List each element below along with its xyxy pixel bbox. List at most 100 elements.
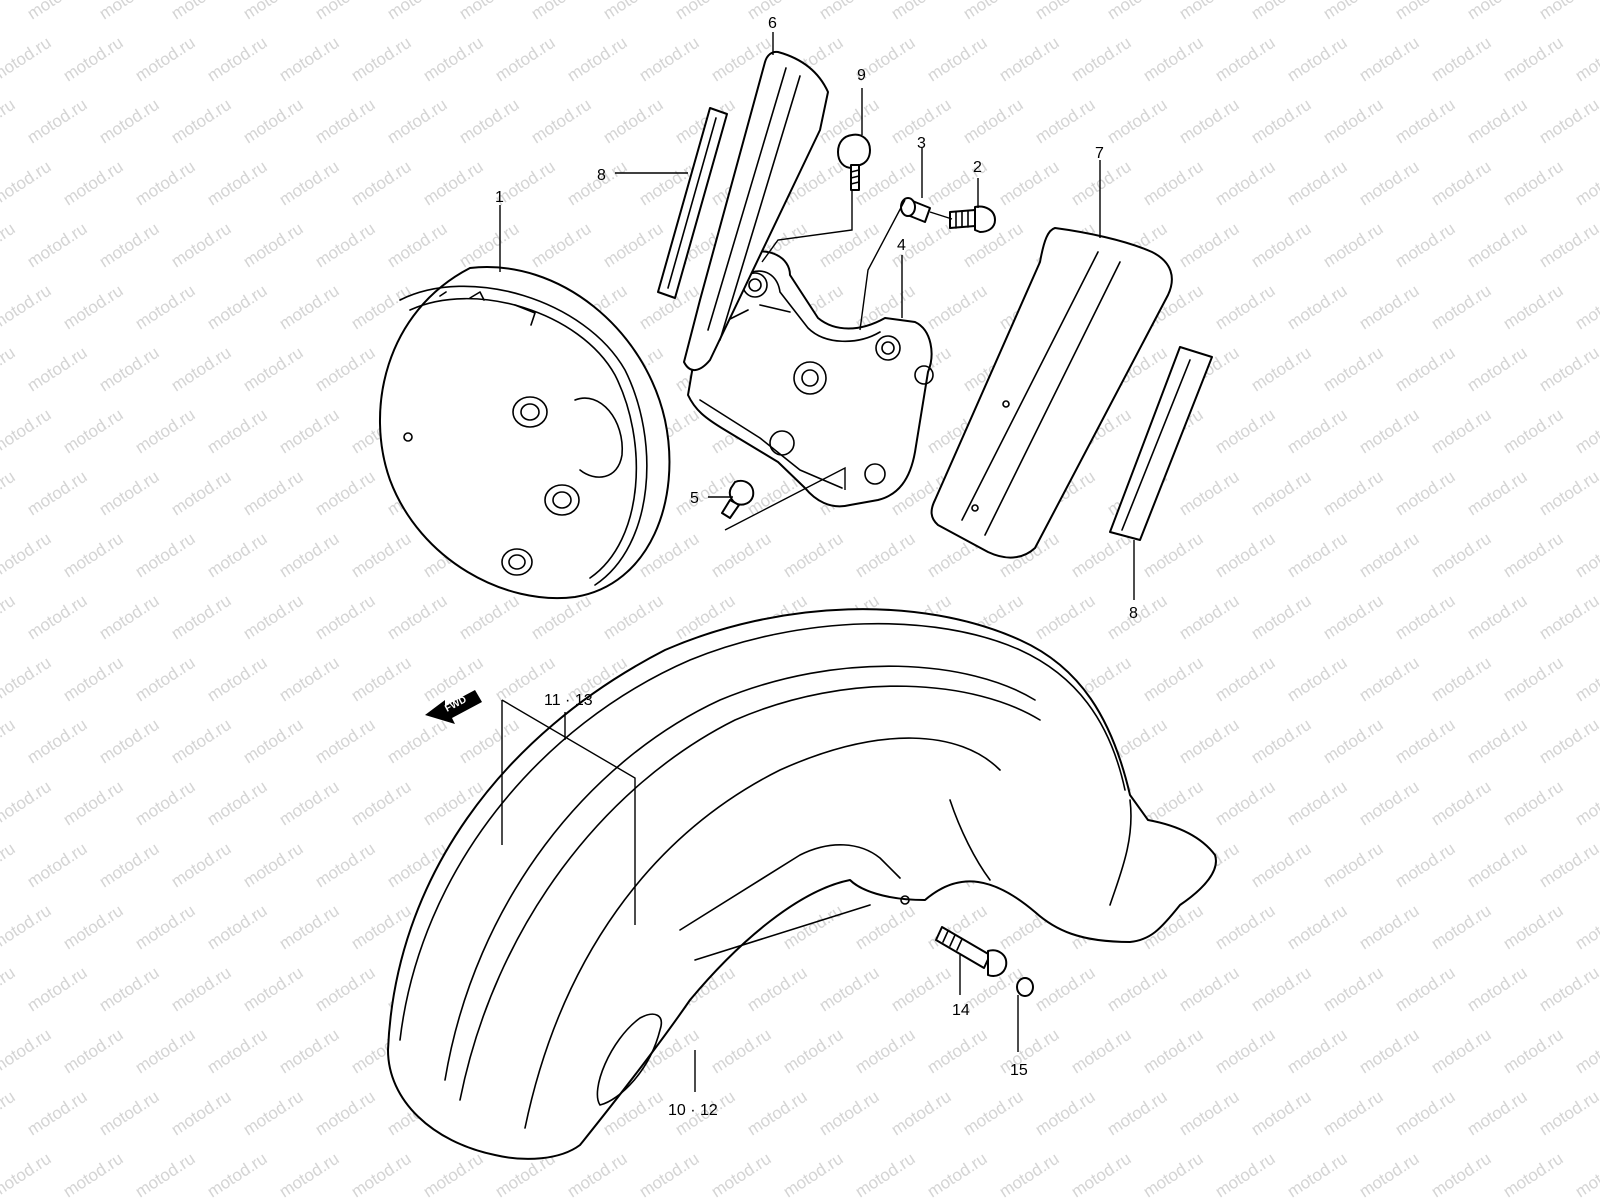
watermark-text: motod.ru [168,839,235,891]
watermark-text: motod.ru [1320,839,1387,891]
watermark-text: motod.ru [1428,653,1495,705]
watermark-text: motod.ru [1248,219,1315,271]
watermark-text: motod.ru [888,1087,955,1139]
watermark-text: motod.ru [1464,963,1531,1015]
watermark-text: motod.ru [1068,1025,1135,1077]
watermark-text: motod.ru [1320,467,1387,519]
watermark-text: motod.ru [204,777,271,829]
washer-15[interactable] [1016,977,1034,997]
watermark-text: motod.ru [312,467,379,519]
watermark-text: motod.ru [1248,1087,1315,1139]
callout-14: 14 [952,1002,970,1019]
watermark-text: motod.ru [1284,33,1351,85]
watermark-text: motod.ru [1392,0,1459,23]
watermark-text: motod.ru [168,219,235,271]
watermark-text: motod.ru [276,281,343,333]
watermark-text: motod.ru [420,33,487,85]
watermark-text: motod.ru [1428,1149,1495,1200]
watermark-text: motod.ru [780,1149,847,1200]
watermark-text: motod.ru [708,1025,775,1077]
watermark-text: motod.ru [0,467,18,519]
watermark-text: motod.ru [60,901,127,953]
side-cover[interactable] [930,227,1173,559]
watermark-text: motod.ru [1248,963,1315,1015]
watermark-text: motod.ru [1320,963,1387,1015]
bracket[interactable] [687,250,934,508]
watermark-text: motod.ru [1176,0,1243,23]
watermark-text: motod.ru [204,405,271,457]
watermark-text: motod.ru [528,95,595,147]
callout-6: 6 [768,15,777,32]
watermark-text: motod.ru [1536,591,1600,643]
watermark-text: motod.ru [996,1149,1063,1200]
watermark-text: motod.ru [1032,95,1099,147]
callout-8-right: 8 [1129,605,1138,622]
watermark-text: motod.ru [276,653,343,705]
watermark-text: motod.ru [1176,715,1243,767]
watermark-text: motod.ru [60,529,127,581]
watermark-text: motod.ru [204,157,271,209]
watermark-text: motod.ru [1068,33,1135,85]
watermark-text: motod.ru [0,1087,18,1139]
watermark-text: motod.ru [1032,591,1099,643]
callout-11-13: 11 · 13 [544,692,593,709]
watermark-text: motod.ru [24,95,91,147]
watermark-text: motod.ru [1500,33,1567,85]
watermark-text: motod.ru [600,0,667,23]
bolt-5[interactable] [721,479,755,519]
callout-8-left: 8 [597,167,606,184]
watermark-text: motod.ru [1068,157,1135,209]
watermark-text: motod.ru [312,0,379,23]
watermark-text: motod.ru [1500,281,1567,333]
watermark-text: motod.ru [1392,343,1459,395]
watermark-text: motod.ru [132,33,199,85]
watermark-text: motod.ru [168,1087,235,1139]
callout-5: 5 [690,490,699,507]
front-fender[interactable] [387,608,1217,1160]
watermark-text: motod.ru [1140,1025,1207,1077]
collar-3[interactable] [900,197,931,223]
watermark-text: motod.ru [1140,157,1207,209]
watermark-text: motod.ru [1212,405,1279,457]
watermark-text: motod.ru [204,281,271,333]
watermark-text: motod.ru [1140,529,1207,581]
watermark-text: motod.ru [456,219,523,271]
trim-strip-right[interactable] [1109,346,1213,541]
headlight-housing[interactable] [379,266,671,600]
watermark-text: motod.ru [1392,715,1459,767]
watermark-text: motod.ru [240,1087,307,1139]
watermark-text: motod.ru [564,33,631,85]
watermark-text: motod.ru [1464,839,1531,891]
watermark-text: motod.ru [1176,95,1243,147]
watermark-text: motod.ru [204,653,271,705]
cover-strip[interactable] [683,50,829,371]
bolt-9[interactable] [837,133,871,191]
watermark-text: motod.ru [1572,653,1600,705]
watermark-text: motod.ru [384,591,451,643]
watermark-text: motod.ru [96,963,163,1015]
watermark-text: motod.ru [132,529,199,581]
watermark-text: motod.ru [348,157,415,209]
watermark-text: motod.ru [1320,95,1387,147]
watermark-text: motod.ru [1500,157,1567,209]
watermark-text: motod.ru [1356,529,1423,581]
watermark-text: motod.ru [1536,0,1600,23]
watermark-text: motod.ru [816,1087,883,1139]
watermark-text: motod.ru [1572,901,1600,953]
watermark-text: motod.ru [132,653,199,705]
watermark-text: motod.ru [1536,839,1600,891]
watermark-text: motod.ru [1248,95,1315,147]
callout-1: 1 [495,189,504,206]
bolt-14[interactable] [935,926,1008,977]
watermark-text: motod.ru [636,33,703,85]
watermark-text: motod.ru [276,1149,343,1200]
watermark-text: motod.ru [420,1149,487,1200]
watermark-text: motod.ru [0,1149,54,1200]
watermark-text: motod.ru [1572,281,1600,333]
watermark-text: motod.ru [0,839,18,891]
watermark-text: motod.ru [456,0,523,23]
watermark-text: motod.ru [24,343,91,395]
trim-strip-left[interactable] [657,107,728,299]
watermark-text: motod.ru [888,0,955,23]
screw-2[interactable] [949,205,996,233]
